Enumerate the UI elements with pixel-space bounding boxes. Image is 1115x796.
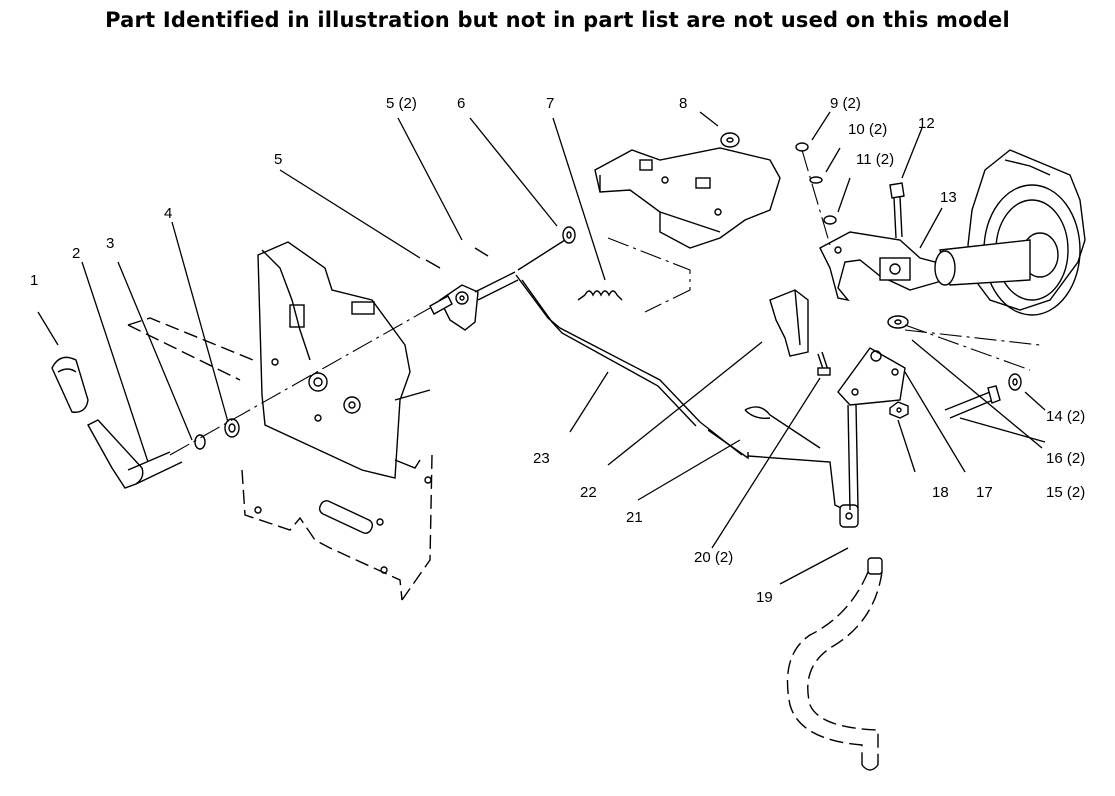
- pivot-bracket-13: [819, 231, 947, 302]
- callout-17: 17: [976, 484, 993, 501]
- bolt-15: [944, 385, 1001, 419]
- plate-17: [837, 347, 906, 511]
- callout-5b: 5 (2): [386, 95, 417, 112]
- callout-10: 10 (2): [848, 121, 887, 138]
- shift-lever-19: [786, 557, 883, 771]
- shaft: [517, 239, 566, 271]
- callout-4: 4: [164, 205, 172, 222]
- shaft-centerline: [169, 307, 431, 456]
- shift-lever-rod: [87, 419, 183, 489]
- spring-outline: [607, 237, 691, 313]
- callout-19: 19: [756, 589, 773, 606]
- callout-8: 8: [679, 95, 687, 112]
- handle-grip: [51, 356, 89, 413]
- mounting-panel: [257, 241, 431, 479]
- page-title: Part Identified in illustration but not …: [105, 8, 1010, 32]
- bushing-6: [562, 226, 576, 244]
- callout-22: 22: [580, 484, 597, 501]
- bolt-20: [817, 351, 831, 376]
- callout-11: 11 (2): [856, 151, 894, 168]
- callout-9: 9 (2): [830, 95, 861, 112]
- cotter-pin: [744, 406, 821, 449]
- callout-13: 13: [940, 189, 957, 206]
- callout-16: 16 (2): [1046, 450, 1085, 467]
- shift-arm: [429, 271, 519, 331]
- callout-labels: 1 2 3 4 5 5 (2) 6 7 8 9 (2) 10 (2) 11 (2…: [30, 95, 1085, 606]
- callout-21: 21: [626, 509, 643, 526]
- transmission-housing: [934, 149, 1086, 316]
- rod-end-19: [839, 504, 859, 528]
- callout-15: 15 (2): [1046, 484, 1085, 501]
- shift-rod-23: [515, 274, 701, 427]
- rod-21: [699, 421, 846, 511]
- washer-3: [194, 434, 206, 450]
- washer-14: [1008, 373, 1022, 391]
- callout-23: 23: [533, 450, 550, 467]
- bushing-4: [224, 418, 240, 438]
- fasteners-9-11: [795, 142, 837, 246]
- callout-2: 2: [72, 245, 80, 262]
- callout-6: 6: [457, 95, 465, 112]
- callout-5: 5: [274, 151, 282, 168]
- base-plate: [127, 317, 433, 601]
- callout-20: 20 (2): [694, 549, 733, 566]
- callout-12: 12: [918, 115, 935, 132]
- washer-16: [887, 315, 909, 329]
- washer-8: [720, 132, 740, 148]
- frame-bracket: [594, 147, 781, 249]
- bolt-12: [889, 182, 905, 239]
- spring-7: [577, 290, 623, 301]
- nut-18: [889, 401, 909, 419]
- axis-line-2: [904, 329, 1041, 346]
- callout-3: 3: [106, 235, 114, 252]
- callout-7: 7: [546, 95, 554, 112]
- callout-14: 14 (2): [1046, 408, 1085, 425]
- axis-line: [904, 324, 1031, 371]
- leader-lines: [37, 111, 1046, 585]
- pins-5: [425, 247, 489, 269]
- callout-18: 18: [932, 484, 949, 501]
- callout-1: 1: [30, 272, 38, 289]
- bracket-22: [769, 289, 809, 357]
